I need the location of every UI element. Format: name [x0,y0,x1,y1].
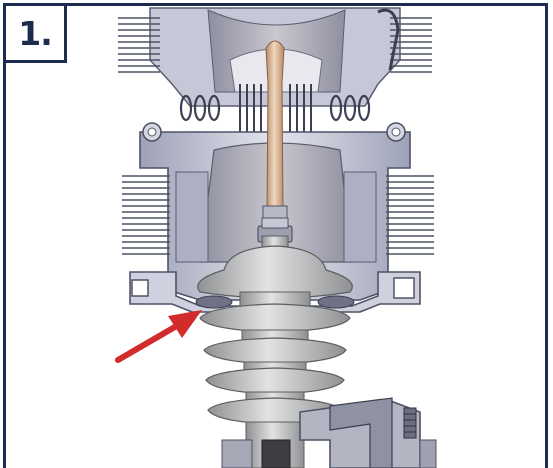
insulator-bushing [197,235,353,468]
red-arrow-icon [115,310,202,363]
step-number-badge: 1. [3,3,67,63]
mounting-bracket [221,397,437,468]
step-number-label: 1. [18,13,52,53]
